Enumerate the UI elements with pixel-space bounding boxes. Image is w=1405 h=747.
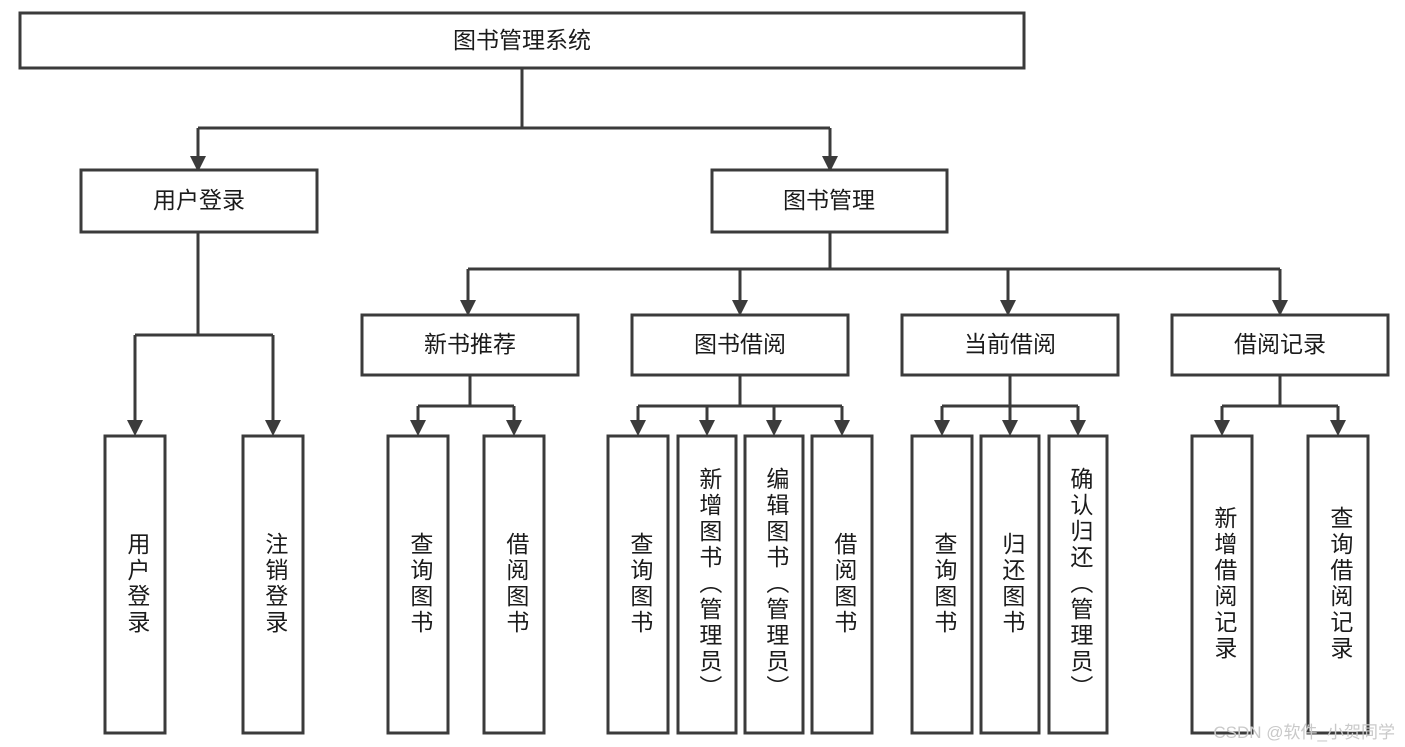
arrow-head-leaf-query-record: [1330, 420, 1346, 436]
node-new-book-recommend-box[interactable]: [360, 313, 580, 377]
node-leaf-logout-login-box[interactable]: [241, 434, 305, 735]
node-user-login-box[interactable]: [79, 168, 319, 234]
arrow-head-current-borrow: [1000, 300, 1016, 316]
node-leaf-borrow-book-2[interactable]: 借阅图书: [810, 434, 874, 735]
node-leaf-borrow-book-1-label: 借阅图书: [503, 532, 530, 636]
node-leaf-query-book-1-label: 查询图书: [407, 532, 434, 636]
node-leaf-query-record[interactable]: 查询借阅记录: [1306, 434, 1370, 735]
node-leaf-add-record[interactable]: 新增借阅记录: [1190, 434, 1254, 735]
node-user-login-label: 用户登录: [153, 187, 245, 213]
node-leaf-confirm-return[interactable]: 确认归还（管理员）: [1047, 434, 1109, 735]
node-new-book-recommend-label: 新书推荐: [424, 331, 516, 357]
node-current-borrow-box[interactable]: [900, 313, 1120, 377]
node-leaf-user-login-box[interactable]: [103, 434, 167, 735]
arrow-head-leaf-edit-book: [766, 420, 782, 436]
arrow-head-leaf-add-record: [1214, 420, 1230, 436]
arrow-head-user-login: [190, 156, 206, 172]
arrow-head-new-book-recommend: [460, 300, 476, 316]
node-leaf-query-book-3-box[interactable]: [910, 434, 974, 735]
node-leaf-query-book-2[interactable]: 查询图书: [606, 434, 670, 735]
node-leaf-return-book-label: 归还图书: [999, 532, 1026, 636]
node-leaf-logout-login-label: 注销登录: [262, 532, 289, 636]
node-book-management-box[interactable]: [710, 168, 949, 234]
node-leaf-add-book-box[interactable]: [676, 434, 738, 735]
arrow-head-leaf-borrow-book-1: [506, 420, 522, 436]
arrow-head-leaf-confirm-return: [1070, 420, 1086, 436]
node-leaf-borrow-book-2-label: 借阅图书: [831, 532, 858, 636]
node-current-borrow-label: 当前借阅: [964, 331, 1056, 357]
node-book-borrow[interactable]: 图书借阅: [630, 313, 850, 377]
arrow-head-leaf-query-book-3: [934, 420, 950, 436]
node-leaf-query-book-2-box[interactable]: [606, 434, 670, 735]
node-leaf-add-book-label: 新增图书（管理员）: [696, 467, 723, 701]
node-leaf-edit-book-label: 编辑图书（管理员）: [763, 467, 790, 701]
node-leaf-query-book-1[interactable]: 查询图书: [386, 434, 450, 735]
arrow-head-leaf-logout-login: [265, 420, 281, 436]
arrow-head-leaf-return-book: [1002, 420, 1018, 436]
arrow-head-book-management: [822, 156, 838, 172]
node-leaf-add-record-label: 新增借阅记录: [1211, 506, 1238, 662]
node-leaf-user-login-label: 用户登录: [124, 532, 151, 636]
node-leaf-query-record-label: 查询借阅记录: [1327, 506, 1354, 662]
node-leaf-user-login[interactable]: 用户登录: [103, 434, 167, 735]
node-leaf-confirm-return-box[interactable]: [1047, 434, 1109, 735]
node-root[interactable]: 图书管理系统: [18, 11, 1026, 70]
connector-group: [127, 68, 1346, 436]
node-borrow-record[interactable]: 借阅记录: [1170, 313, 1390, 377]
node-book-borrow-box[interactable]: [630, 313, 850, 377]
node-leaf-confirm-return-label: 确认归还（管理员）: [1067, 467, 1094, 701]
node-leaf-query-record-box[interactable]: [1306, 434, 1370, 735]
node-borrow-record-box[interactable]: [1170, 313, 1390, 377]
node-leaf-query-book-3[interactable]: 查询图书: [910, 434, 974, 735]
node-new-book-recommend[interactable]: 新书推荐: [360, 313, 580, 377]
node-leaf-edit-book[interactable]: 编辑图书（管理员）: [743, 434, 805, 735]
node-borrow-record-label: 借阅记录: [1234, 331, 1326, 357]
node-leaf-add-book[interactable]: 新增图书（管理员）: [676, 434, 738, 735]
arrow-head-leaf-borrow-book-2: [834, 420, 850, 436]
node-book-management-label: 图书管理: [783, 187, 875, 213]
node-leaf-return-book[interactable]: 归还图书: [979, 434, 1041, 735]
node-leaf-query-book-3-label: 查询图书: [931, 532, 958, 636]
node-leaf-add-record-box[interactable]: [1190, 434, 1254, 735]
arrow-head-borrow-record: [1272, 300, 1288, 316]
node-leaf-edit-book-box[interactable]: [743, 434, 805, 735]
node-leaf-borrow-book-1[interactable]: 借阅图书: [482, 434, 546, 735]
node-current-borrow[interactable]: 当前借阅: [900, 313, 1120, 377]
node-leaf-borrow-book-1-box[interactable]: [482, 434, 546, 735]
arrow-head-leaf-user-login: [127, 420, 143, 436]
node-leaf-return-book-box[interactable]: [979, 434, 1041, 735]
node-book-management[interactable]: 图书管理: [710, 168, 949, 234]
node-leaf-query-book-2-label: 查询图书: [627, 532, 654, 636]
arrow-head-leaf-add-book: [699, 420, 715, 436]
node-leaf-query-book-1-box[interactable]: [386, 434, 450, 735]
node-leaf-logout-login[interactable]: 注销登录: [241, 434, 305, 735]
node-user-login[interactable]: 用户登录: [79, 168, 319, 234]
node-book-borrow-label: 图书借阅: [694, 331, 786, 357]
arrow-head-book-borrow: [732, 300, 748, 316]
node-leaf-borrow-book-2-box[interactable]: [810, 434, 874, 735]
arrow-head-leaf-query-book-1: [410, 420, 426, 436]
arrow-head-leaf-query-book-2: [630, 420, 646, 436]
node-root-label: 图书管理系统: [453, 27, 591, 53]
node-root-box[interactable]: [18, 11, 1026, 70]
